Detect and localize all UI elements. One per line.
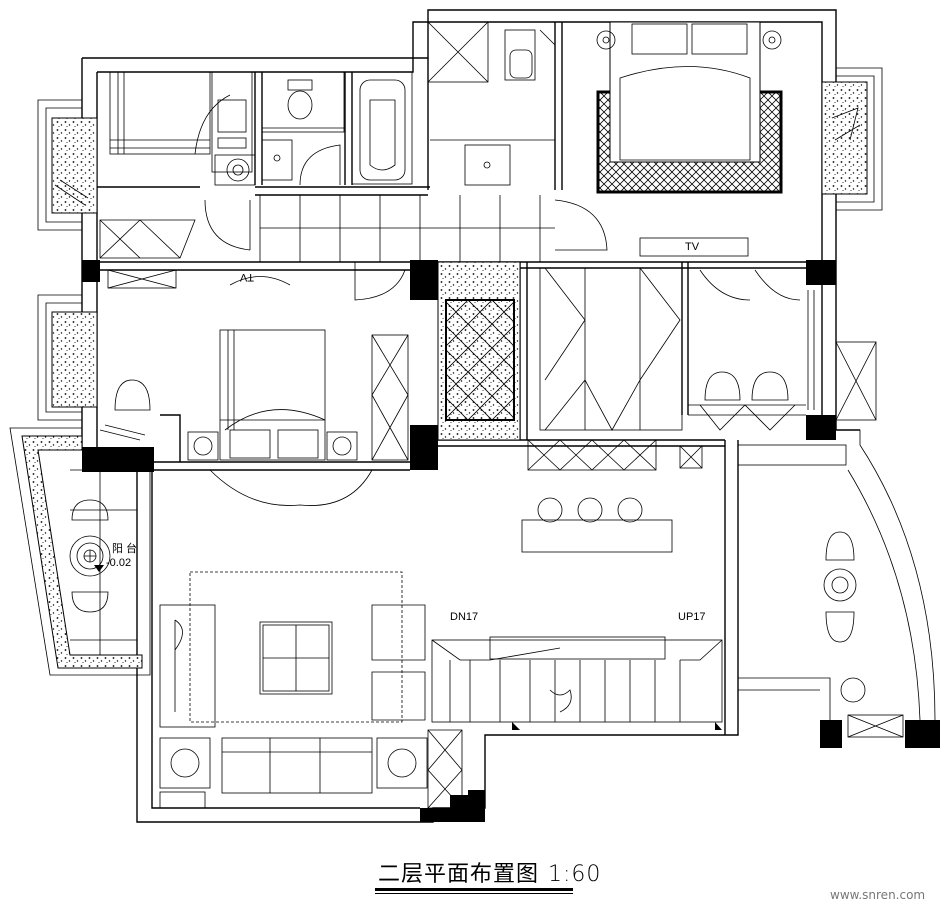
bathroom-left: [261, 71, 413, 186]
bedroom-middle: TV: [99, 262, 409, 506]
corridor-top: [259, 195, 608, 262]
right-balcony-top: [821, 67, 883, 211]
tv-label-master: TV: [685, 241, 700, 253]
balcony-level-label: -0.02: [106, 557, 131, 569]
master-bedroom: TV: [596, 21, 783, 257]
left-balcony-terrace: 阳 台 -0.02: [9, 427, 151, 676]
stair-up-label: UP17: [678, 611, 706, 623]
watermark: www.snren.com: [830, 888, 925, 902]
drawing-title: 二层平面布置图: [378, 862, 539, 887]
right-window-box: [835, 341, 877, 421]
drawing-scale: 1:60: [548, 862, 601, 887]
tv-label-bedroom: TV: [239, 271, 254, 283]
bathroom-master: [427, 21, 556, 186]
balcony-label: 阳 台: [112, 541, 137, 555]
right-curved-balcony: [737, 429, 936, 738]
living-room: [159, 571, 463, 809]
walk-in-closet: [527, 267, 815, 471]
bedroom-top-left: [99, 71, 256, 259]
left-balcony-top: [37, 99, 98, 231]
title-block: 二层平面布置图 1:60 www.snren.com: [375, 862, 925, 902]
stair-down-label: DN17: [450, 611, 478, 623]
stairwell-void: [437, 261, 521, 441]
left-balcony-middle: [37, 294, 98, 421]
staircase: DN17 UP17: [431, 611, 723, 730]
structural-columns: [82, 260, 940, 822]
dining-area: [521, 497, 673, 553]
